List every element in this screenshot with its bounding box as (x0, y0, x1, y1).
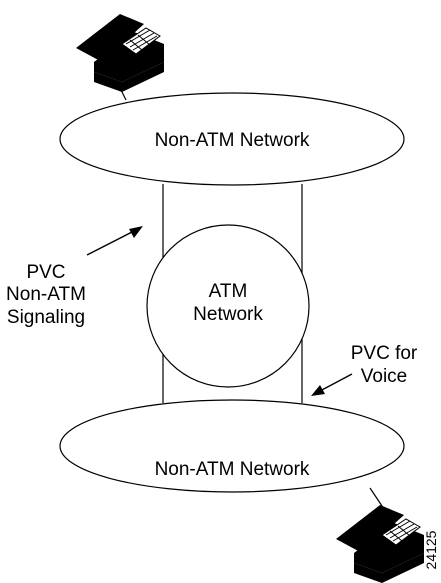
pvc-signaling-label-line3: Signaling (7, 307, 85, 328)
top-network-label: Non-ATM Network (155, 130, 310, 151)
atm-network (146, 224, 310, 388)
pvc-voice-label-line2: Voice (361, 366, 407, 387)
top-telephone-icon (76, 14, 164, 92)
atm-network-label-line1: ATM (209, 281, 248, 302)
bottom-non-atm-network (59, 399, 405, 493)
pvc-voice-arrow (311, 373, 353, 396)
bottom-network-label: Non-ATM Network (155, 459, 310, 480)
atm-network-label-line2: Network (193, 304, 263, 325)
bottom-telephone-icon (336, 505, 424, 583)
figure-id: 24125 (423, 530, 439, 569)
top-non-atm-network (59, 92, 405, 186)
pvc-signaling-label-line1: PVC (26, 262, 65, 283)
pvc-signaling-label-line2: Non-ATM (6, 284, 86, 305)
pvc-signaling-arrow (86, 226, 143, 256)
pvc-voice-label-line1: PVC for (351, 343, 418, 364)
top-phone-cable (115, 79, 127, 101)
